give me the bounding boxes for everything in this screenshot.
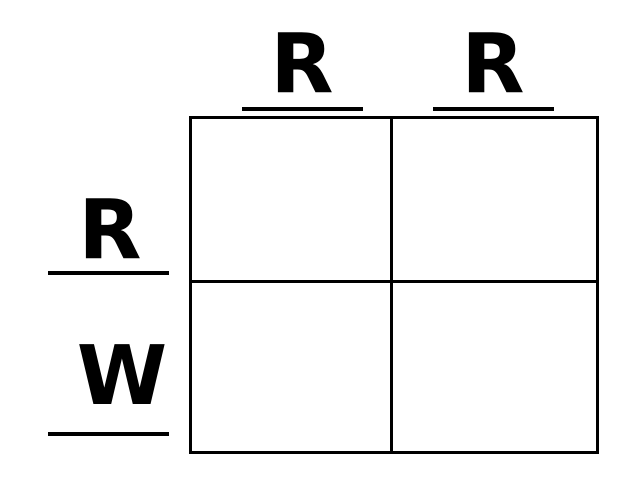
side-allele-1: R [78,183,142,278]
grid-cell-r2-c2 [393,283,596,451]
grid-cell-r1-c2 [393,119,596,283]
top-allele-1-underline [242,107,363,111]
grid-cell-r1-c1 [192,119,393,283]
grid-cell-r2-c1 [192,283,393,451]
side-allele-2-underline [48,432,169,436]
side-allele-1-underline [48,271,169,275]
top-allele-2-underline [433,107,554,111]
top-allele-2: R [461,17,525,112]
punnett-grid [189,116,599,454]
side-allele-2: W [76,329,168,424]
top-allele-1: R [270,17,334,112]
